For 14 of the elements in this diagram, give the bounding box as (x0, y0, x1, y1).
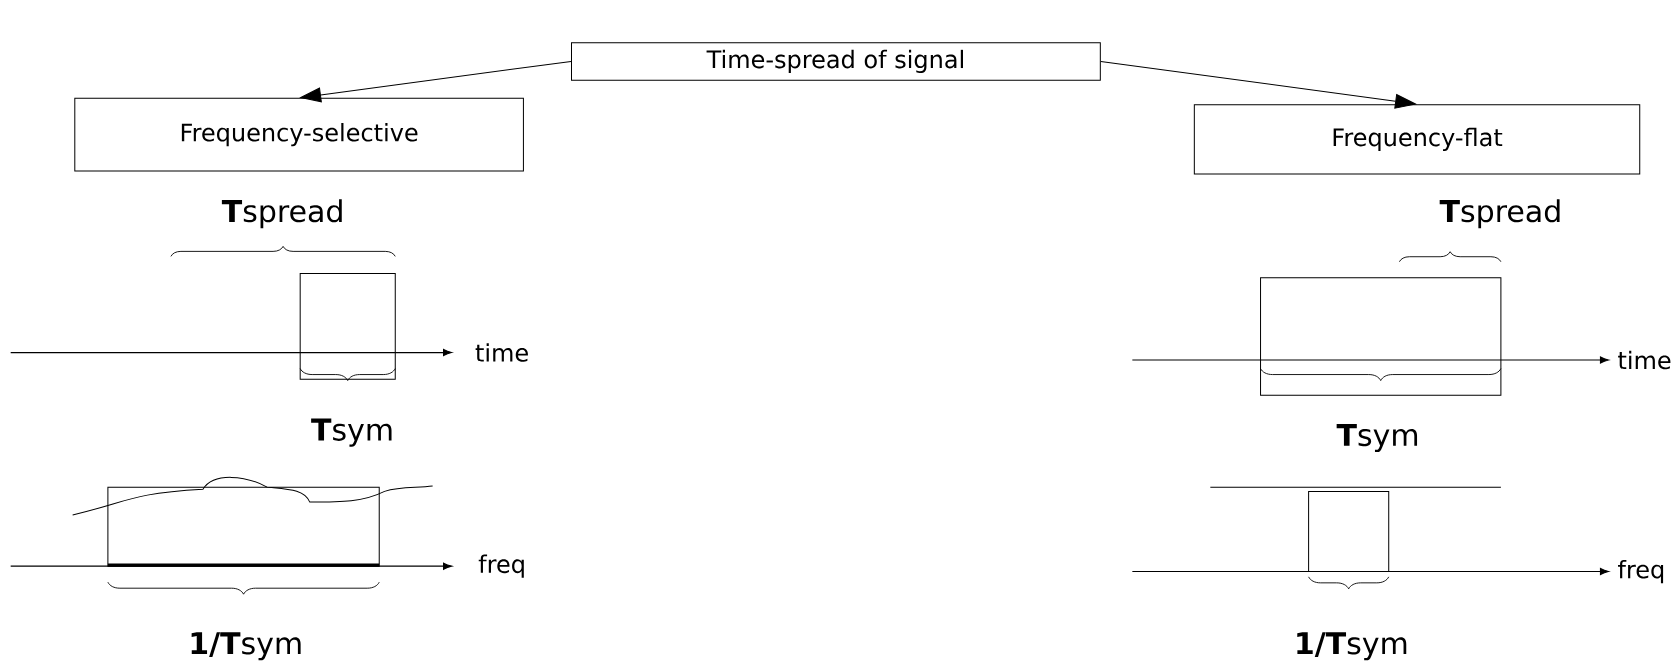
text-box: Time-spread of signal (571, 42, 1101, 81)
axis-label: freq (478, 554, 524, 578)
axis-label: Tsym (1336, 424, 1418, 453)
axis-label: Tsym (311, 418, 392, 447)
axis-label: freq (1618, 560, 1664, 584)
axis-label: time (1618, 350, 1671, 370)
axis-label: 1/Tsym (1297, 632, 1407, 661)
text-box: Frequency-selective (74, 98, 524, 172)
axis-label: Tspread (221, 199, 342, 229)
arrow (300, 61, 572, 103)
axis-label: 1/Tsym (191, 632, 301, 661)
text-box: Frequency-flat (1193, 104, 1641, 175)
arrow (1100, 61, 1416, 109)
axis-label: time (475, 343, 528, 363)
